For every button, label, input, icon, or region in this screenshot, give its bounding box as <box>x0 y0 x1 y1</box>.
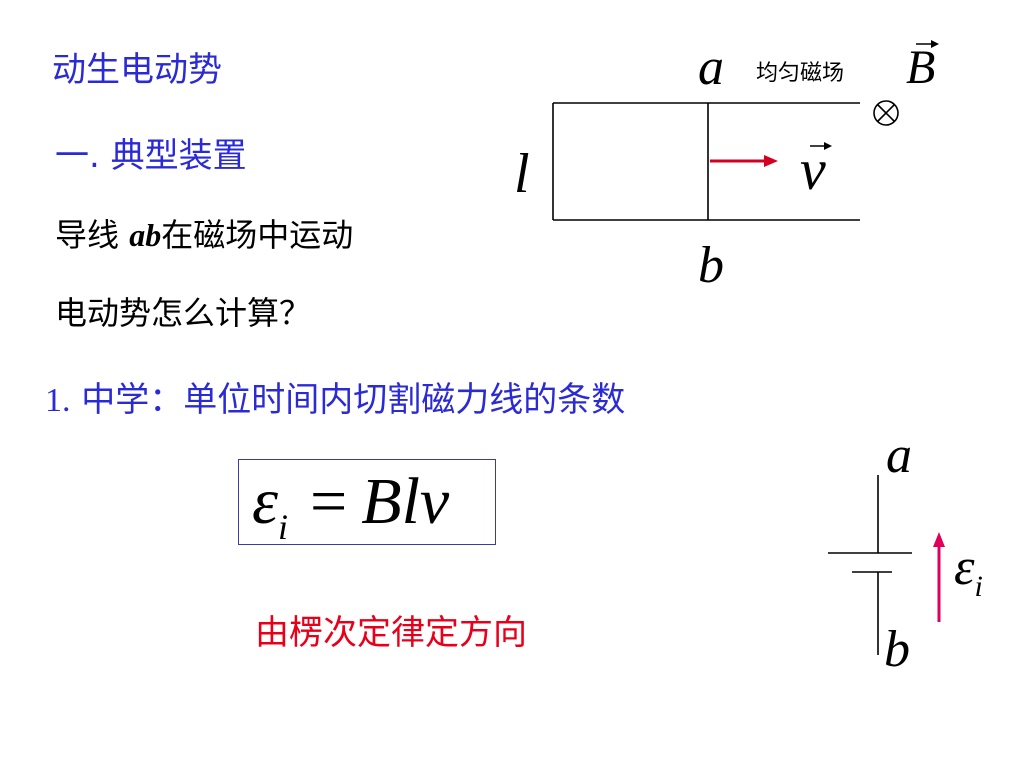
vector-arrows <box>810 40 939 150</box>
v-vector-arrowhead-icon <box>824 142 832 150</box>
direction-note: 由楞次定律定方向 <box>255 613 527 653</box>
battery-symbol <box>828 475 912 655</box>
circle-cross-icon <box>873 100 899 126</box>
battery-label-a: a <box>886 427 912 484</box>
rail-frame <box>552 102 860 221</box>
B-vector-arrowhead-icon <box>931 40 939 48</box>
battery-emf-label: εi <box>954 538 983 603</box>
question-prefix: 导线 <box>55 216 130 254</box>
equals-sign: = <box>310 465 348 538</box>
emf-formula: εi =Blv <box>252 462 449 551</box>
battery-label-b: b <box>884 621 910 678</box>
emf-subscript: i <box>278 507 289 547</box>
formula-box <box>238 459 496 545</box>
field-label-B: B <box>906 41 936 94</box>
section-heading: 一. 典型装置 <box>55 136 247 176</box>
question-suffix: 在磁场中运动 <box>161 216 354 254</box>
method-heading: 1. 中学：单位时间内切割磁力线的条数 <box>45 372 625 421</box>
method-text: 中学：单位时间内切割磁力线的条数 <box>70 380 626 420</box>
field-label: 均匀磁场 <box>756 61 845 86</box>
method-number: 1. <box>45 382 71 419</box>
formula-rhs: Blv <box>361 465 450 538</box>
top-label-b: b <box>698 237 724 294</box>
question-line-2: 电动势怎么计算？ <box>55 294 312 332</box>
slide-title: 动生电动势 <box>52 50 222 90</box>
battery-emf-subscript: i <box>974 570 983 603</box>
question-line-1: 导线 ab在磁场中运动 <box>55 210 353 256</box>
top-label-a: a <box>698 39 724 96</box>
length-label-l: l <box>514 143 530 205</box>
emf-symbol: ε <box>252 465 279 538</box>
velocity-label-v: v <box>800 137 826 202</box>
velocity-arrow <box>710 155 778 167</box>
emf-direction-arrow <box>933 532 945 622</box>
wire-ab-label: ab <box>129 217 162 253</box>
battery-emf-symbol: ε <box>954 539 975 596</box>
